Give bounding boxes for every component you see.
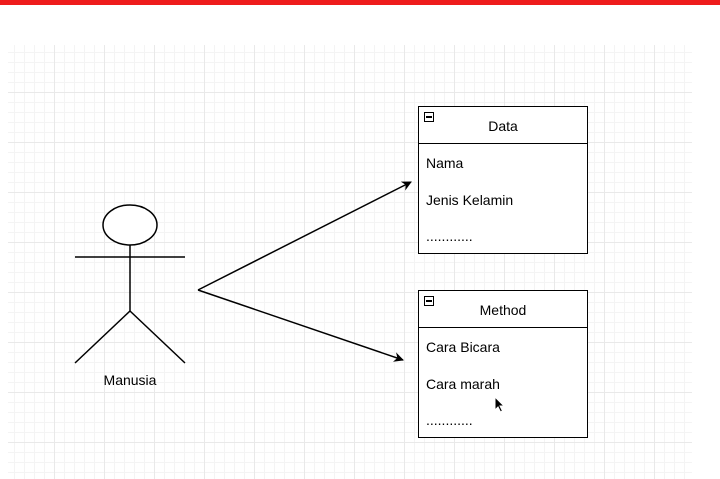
class-attribute[interactable]: Jenis Kelamin — [426, 192, 514, 208]
actor-left-leg — [74, 310, 131, 364]
class-header[interactable]: Data — [419, 107, 587, 144]
collapse-minus-icon[interactable] — [424, 112, 434, 122]
class-box-data[interactable]: Data Nama Jenis Kelamin ............ — [418, 106, 588, 254]
class-attribute[interactable]: Cara Bicara — [426, 339, 500, 355]
class-attribute[interactable]: Nama — [426, 155, 464, 171]
actor-figure[interactable] — [74, 204, 186, 364]
mouse-pointer-icon — [494, 396, 506, 413]
class-header[interactable]: Method — [419, 291, 587, 328]
actor-head — [102, 204, 158, 246]
class-attribute[interactable]: ............ — [426, 412, 473, 428]
arrow-to-data[interactable] — [197, 181, 412, 291]
class-box-method[interactable]: Method Cara Bicara Cara marah ..........… — [418, 290, 588, 438]
collapse-minus-icon[interactable] — [424, 296, 434, 306]
class-attribute[interactable]: Cara marah — [426, 376, 500, 392]
arrow-to-method[interactable] — [197, 289, 404, 362]
actor-right-leg — [129, 310, 186, 364]
class-title: Method — [479, 302, 527, 318]
class-title: Data — [488, 118, 518, 134]
actor-label: Manusia — [103, 372, 157, 388]
class-attribute[interactable]: ............ — [426, 228, 473, 244]
top-accent-bar — [0, 0, 720, 5]
